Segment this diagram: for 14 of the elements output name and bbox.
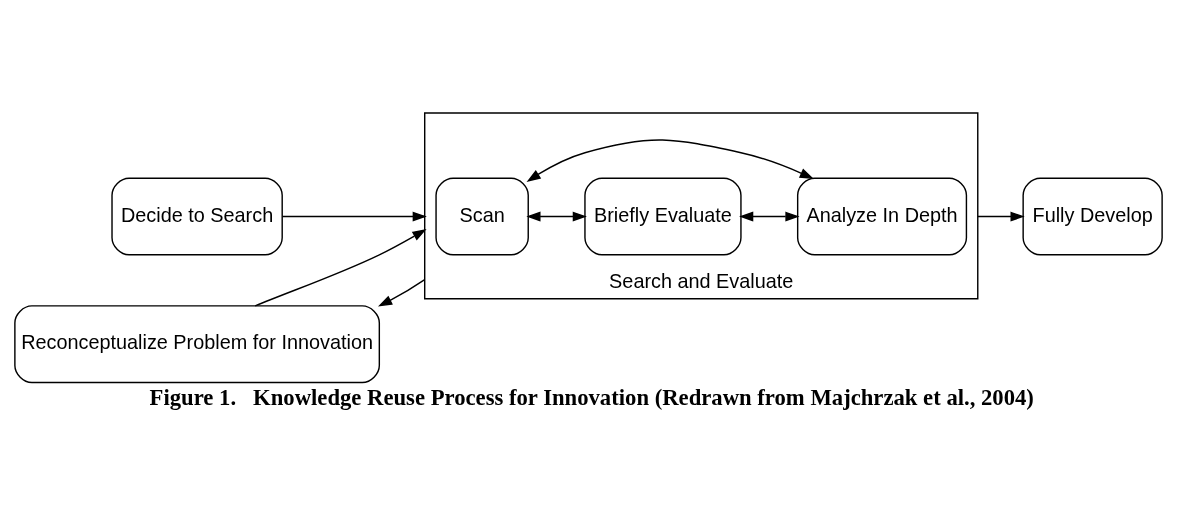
node-box: Scan <box>435 177 529 256</box>
arrow <box>526 211 587 221</box>
arrow <box>254 228 427 307</box>
node-box: Decide to Search <box>111 177 283 256</box>
caption: Figure 1. Knowledge Reuse Process for Innovation (Redrawn from Majchrzak et al., 2004) <box>149 384 1034 410</box>
node-box: Briefly Evaluate <box>584 177 742 256</box>
node-box: Reconceptualize Problem for Innovation <box>14 304 381 383</box>
arrow <box>739 211 800 221</box>
arrow <box>281 211 427 221</box>
node-box: Fully Develop <box>1022 177 1163 256</box>
arrow <box>977 211 1025 221</box>
node-box: Analyze In Depth <box>796 177 968 256</box>
arrow <box>378 278 426 307</box>
arrow <box>526 138 814 182</box>
